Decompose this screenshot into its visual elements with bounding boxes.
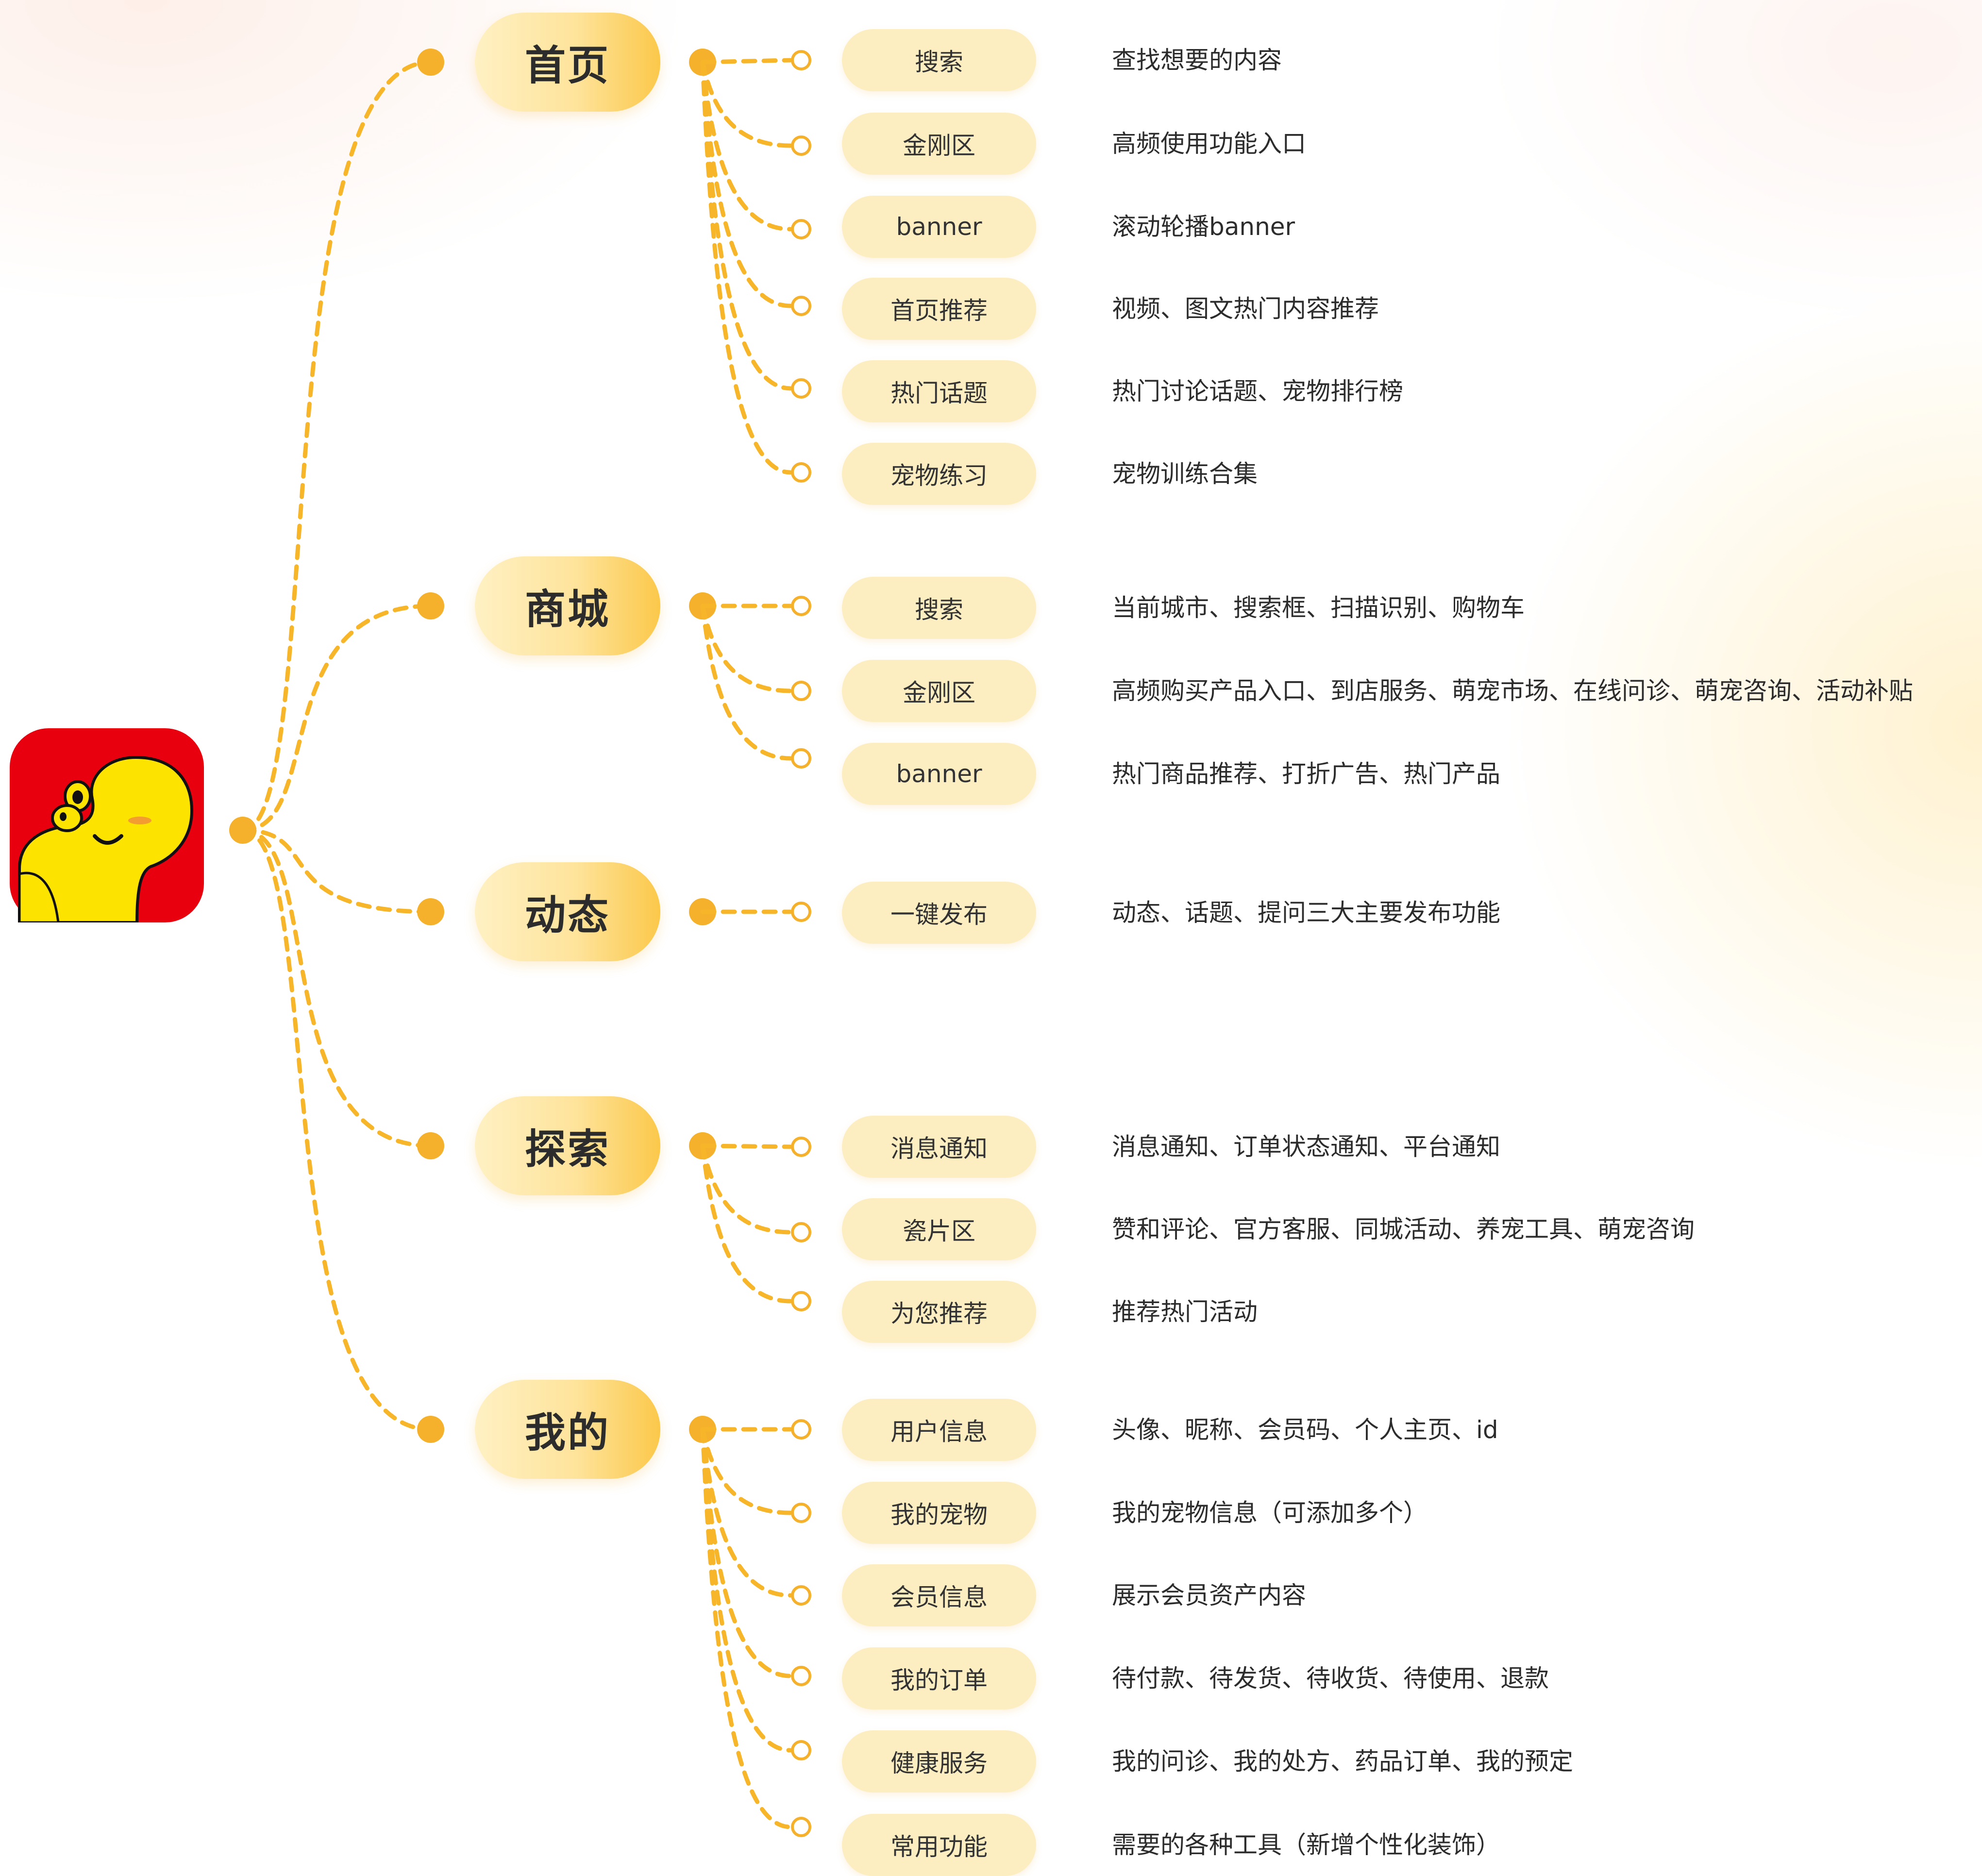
item-hollow-node xyxy=(791,1585,811,1606)
feature-description: 消息通知、订单状态通知、平台通知 xyxy=(1112,1133,1500,1161)
branch-node-dot xyxy=(417,1416,444,1443)
branch-node-dot xyxy=(417,592,444,620)
item-connector-line xyxy=(700,60,793,148)
feature-pill: 我的宠物 xyxy=(842,1482,1036,1544)
feature-pill: 金刚区 xyxy=(842,660,1036,722)
feature-pill: 搜索 xyxy=(842,29,1036,91)
feature-description: 赞和评论、官方客服、同城活动、养宠工具、萌宠咨询 xyxy=(1112,1215,1695,1243)
item-hollow-node xyxy=(791,50,811,70)
feature-description: 查找想要的内容 xyxy=(1112,46,1282,74)
feature-pill: 一键发布 xyxy=(842,882,1036,944)
item-connector-line xyxy=(700,603,793,761)
item-connector-line xyxy=(700,1427,793,1753)
item-connector-line xyxy=(700,1143,793,1235)
branch-label-1: 商城 xyxy=(475,556,660,655)
item-hollow-node xyxy=(791,1291,811,1311)
feature-description: 推荐热门活动 xyxy=(1112,1298,1258,1326)
item-hollow-node xyxy=(791,296,811,316)
root-connector-line xyxy=(240,603,433,833)
feature-pill: 为您推荐 xyxy=(842,1281,1036,1343)
feature-pill: banner xyxy=(842,743,1036,805)
feature-pill: 瓷片区 xyxy=(842,1198,1036,1260)
item-connector-line xyxy=(700,1143,793,1304)
branch-label-4: 我的 xyxy=(475,1380,660,1479)
feature-description: 视频、图文热门内容推荐 xyxy=(1112,295,1379,323)
item-connector-line xyxy=(700,60,793,308)
branch-label-0: 首页 xyxy=(475,13,660,112)
feature-pill: 搜索 xyxy=(842,577,1036,639)
feature-description: 待付款、待发货、待收货、待使用、退款 xyxy=(1112,1664,1549,1692)
feature-pill: 宠物练习 xyxy=(842,443,1036,505)
item-hollow-node xyxy=(791,1666,811,1686)
item-connector-line xyxy=(700,60,793,391)
item-connector-line xyxy=(700,60,793,475)
feature-description: 我的宠物信息（可添加多个） xyxy=(1112,1499,1428,1527)
branch-node-dot xyxy=(417,49,444,76)
app-logo-mascot-icon xyxy=(10,728,204,924)
item-hollow-node xyxy=(791,1137,811,1157)
item-hollow-node xyxy=(791,219,811,239)
feature-pill: banner xyxy=(842,196,1036,258)
item-connector-line xyxy=(700,1427,793,1829)
item-hollow-node xyxy=(791,1817,811,1837)
item-hollow-node xyxy=(791,596,811,616)
item-connector-line xyxy=(700,1427,793,1678)
item-hollow-node xyxy=(791,748,811,769)
item-connector-line xyxy=(700,603,793,693)
item-connector-line xyxy=(700,1427,793,1515)
feature-pill: 消息通知 xyxy=(842,1116,1036,1178)
feature-description: 需要的各种工具（新增个性化装饰） xyxy=(1112,1831,1500,1859)
feature-description: 热门讨论话题、宠物排行榜 xyxy=(1112,377,1403,405)
feature-description: 头像、昵称、会员码、个人主页、id xyxy=(1112,1416,1498,1444)
branch-node-dot xyxy=(417,898,444,925)
feature-description: 高频购买产品入口、到店服务、萌宠市场、在线问诊、萌宠咨询、活动补贴 xyxy=(1112,677,1913,705)
feature-pill: 常用功能 xyxy=(842,1814,1036,1876)
feature-description: 动态、话题、提问三大主要发布功能 xyxy=(1112,899,1500,927)
feature-pill: 健康服务 xyxy=(842,1730,1036,1792)
feature-pill: 我的订单 xyxy=(842,1647,1036,1709)
feature-description: 滚动轮播banner xyxy=(1112,213,1295,241)
feature-description: 当前城市、搜索框、扫描识别、购物车 xyxy=(1112,594,1525,622)
feature-description: 我的问诊、我的处方、药品订单、我的预定 xyxy=(1112,1747,1573,1776)
item-hollow-node xyxy=(791,1740,811,1760)
feature-pill: 金刚区 xyxy=(842,113,1036,175)
feature-pill: 会员信息 xyxy=(842,1564,1036,1626)
feature-pill: 用户信息 xyxy=(842,1399,1036,1461)
feature-pill: 首页推荐 xyxy=(842,278,1036,340)
root-connector-line xyxy=(240,828,433,1148)
item-connector-line xyxy=(700,60,793,232)
item-hollow-node xyxy=(791,378,811,399)
feature-description: 展示会员资产内容 xyxy=(1112,1581,1306,1609)
item-hollow-node xyxy=(791,681,811,701)
root-connector-line xyxy=(240,60,433,833)
feature-description: 高频使用功能入口 xyxy=(1112,130,1306,158)
item-hollow-node xyxy=(791,135,811,156)
root-connector-line xyxy=(240,828,433,1432)
root-connector-line xyxy=(240,828,433,914)
feature-pill: 热门话题 xyxy=(842,360,1036,422)
root-node-dot xyxy=(229,817,256,844)
item-hollow-node xyxy=(791,1503,811,1523)
item-hollow-node xyxy=(791,1222,811,1242)
item-connector-line xyxy=(700,1143,793,1149)
branch-label-3: 探索 xyxy=(475,1096,660,1195)
feature-description: 热门商品推荐、打折广告、热门产品 xyxy=(1112,760,1500,788)
item-hollow-node xyxy=(791,1419,811,1440)
item-hollow-node xyxy=(791,902,811,922)
branch-node-dot xyxy=(417,1132,444,1159)
item-connector-line xyxy=(700,1427,793,1598)
item-hollow-node xyxy=(791,462,811,483)
branch-label-2: 动态 xyxy=(475,862,660,961)
feature-description: 宠物训练合集 xyxy=(1112,460,1258,488)
item-connector-line xyxy=(700,58,793,65)
